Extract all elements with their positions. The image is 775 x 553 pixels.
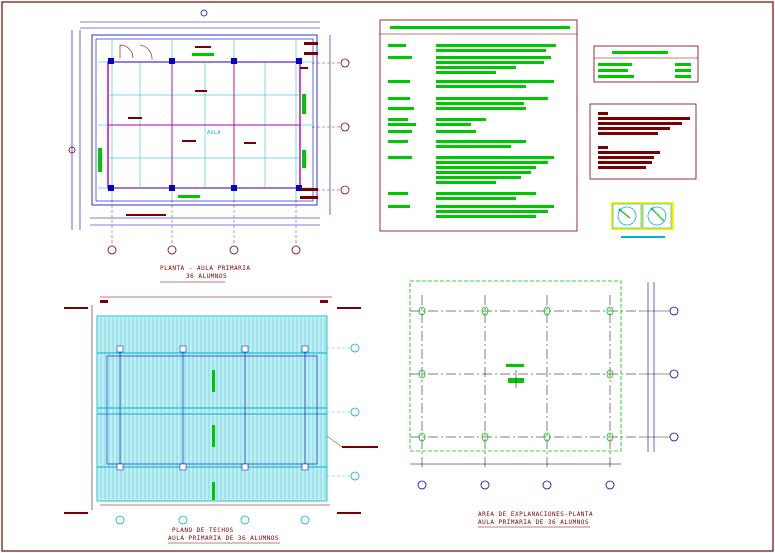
orientation-symbol-icon xyxy=(611,202,674,238)
roof-subtitle: AULA PRIMARIA DE 36 ALUMNOS xyxy=(168,535,279,542)
notes-table xyxy=(379,19,578,232)
esplanade-plan: AREA DE EXPLANACIONES-PLANTA AULA PRIMAR… xyxy=(409,280,679,528)
roof-plan: PLANO DE TECHOS AULA PRIMARIA DE 36 ALUM… xyxy=(64,296,378,544)
roof-title: PLANO DE TECHOS xyxy=(172,527,234,534)
room-label: AULA xyxy=(207,130,221,136)
legend-box xyxy=(589,103,697,180)
areas-table xyxy=(593,45,699,83)
plan-title: PLANTA - AULA PRIMARIA xyxy=(160,265,250,272)
esplanade-subtitle: AULA PRIMARIA DE 36 ALUMNOS xyxy=(478,519,589,526)
plan-subtitle: 36 ALUMNOS xyxy=(186,273,227,280)
floor-plan: AULA PLANTA - AULA PRIMARIA 36 ALUMNOS xyxy=(68,9,350,283)
esplanade-title: AREA DE EXPLANACIONES-PLANTA xyxy=(478,511,593,518)
